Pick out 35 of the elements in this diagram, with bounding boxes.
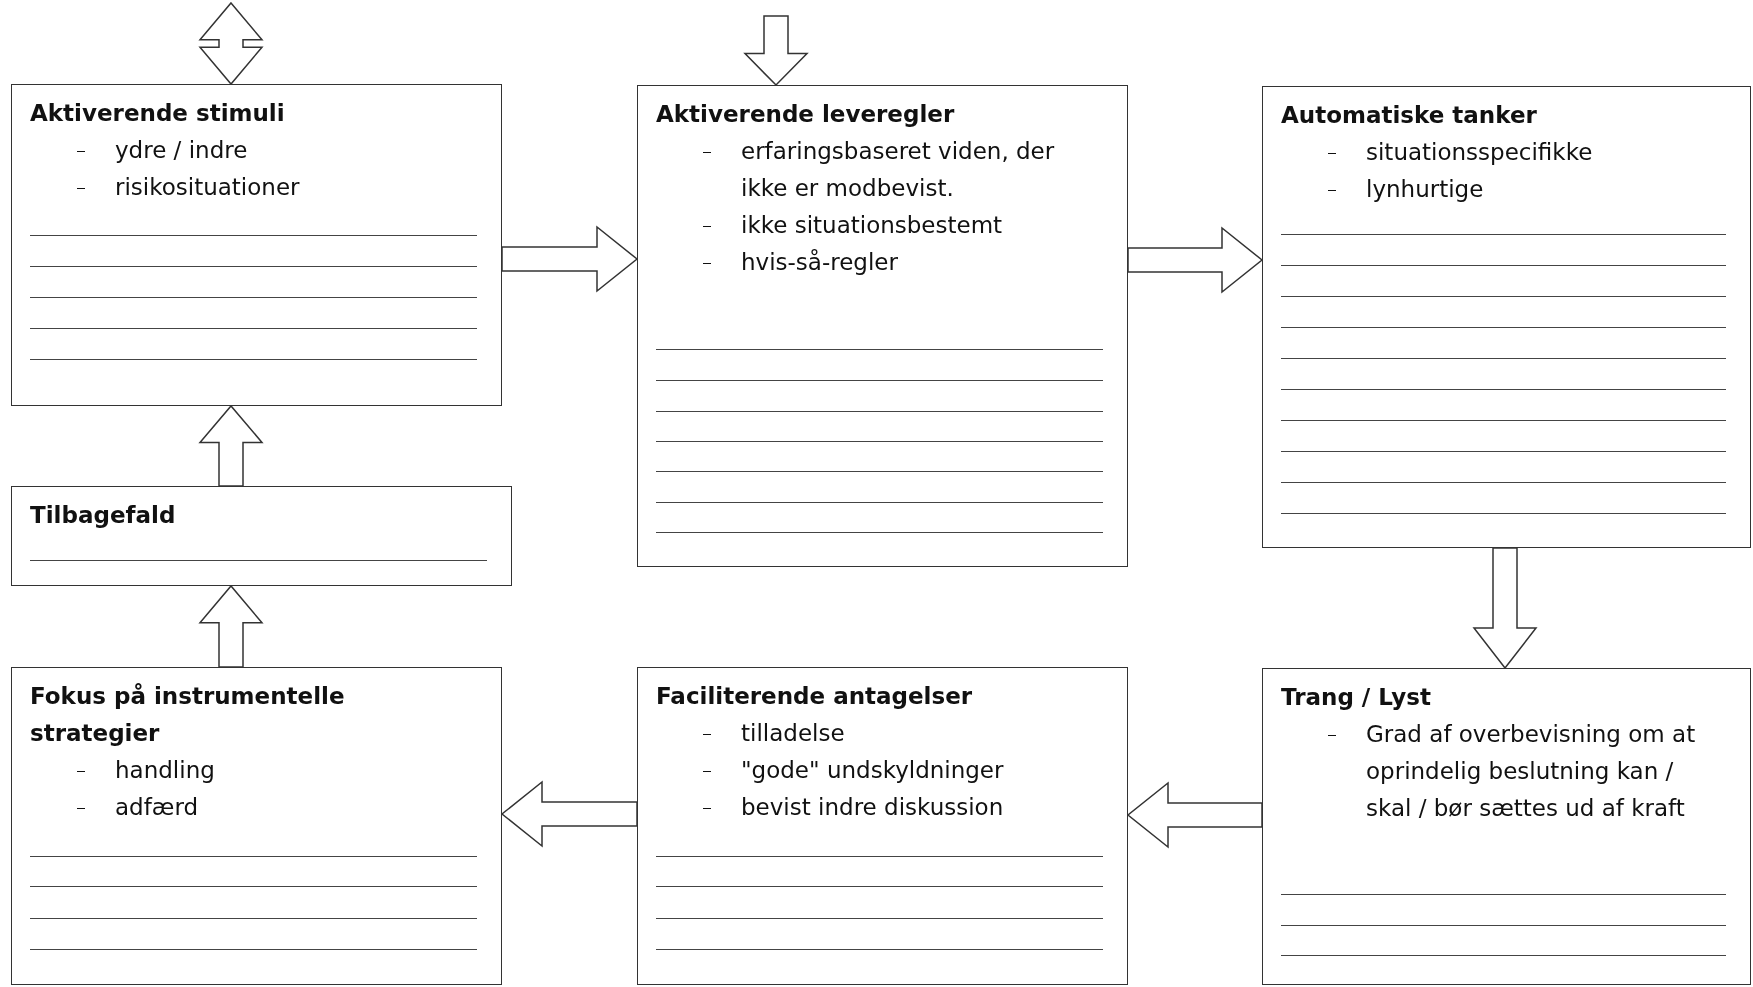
note-box xyxy=(11,486,512,586)
note-box xyxy=(11,84,502,406)
bullet-text: bevist indre diskussion xyxy=(741,793,1005,822)
block-arrow xyxy=(501,225,639,293)
block-arrow xyxy=(1472,547,1538,670)
bullet-text: Grad af overbevisning om at oprindelig beslutning kan / skal / bør sættes ud af kraft xyxy=(1366,720,1697,823)
bullet-text: hvis-så-regler xyxy=(741,248,899,277)
note-box xyxy=(637,85,1128,567)
block-arrow xyxy=(1126,781,1263,849)
bullet-text: lynhurtige xyxy=(1366,175,1485,204)
bullet-text: adfærd xyxy=(115,793,200,822)
block-arrow xyxy=(198,584,264,668)
bullet-text: ydre / indre xyxy=(115,136,249,165)
bullet-text: "gode" undskyldninger xyxy=(741,756,1005,785)
block-arrow xyxy=(743,15,809,87)
block-arrow xyxy=(500,780,638,848)
note-box xyxy=(1262,86,1751,548)
box-heading: Aktiverende stimuli xyxy=(30,99,286,128)
note-box xyxy=(1262,668,1751,985)
block-arrow xyxy=(198,1,264,86)
box-heading: Tilbagefald xyxy=(30,501,177,530)
bullet-text: erfaringsbaseret viden, der ikke er modbevist. xyxy=(741,137,1056,203)
bullet-text: tilladelse xyxy=(741,719,846,748)
box-heading: Automatiske tanker xyxy=(1281,101,1538,130)
box-heading: Faciliterende antagelser xyxy=(656,682,974,711)
bullet-text: situationsspecifikke xyxy=(1366,138,1594,167)
note-box xyxy=(11,667,502,985)
box-heading: Aktiverende leveregler xyxy=(656,100,956,129)
bullet-text: handling xyxy=(115,756,216,785)
note-box xyxy=(637,667,1128,985)
box-heading: Trang / Lyst xyxy=(1281,683,1433,712)
block-arrow xyxy=(1127,226,1264,294)
bullet-text: ikke situationsbestemt xyxy=(741,211,1004,240)
block-arrow xyxy=(198,404,264,487)
bullet-text: risikosituationer xyxy=(115,173,301,202)
